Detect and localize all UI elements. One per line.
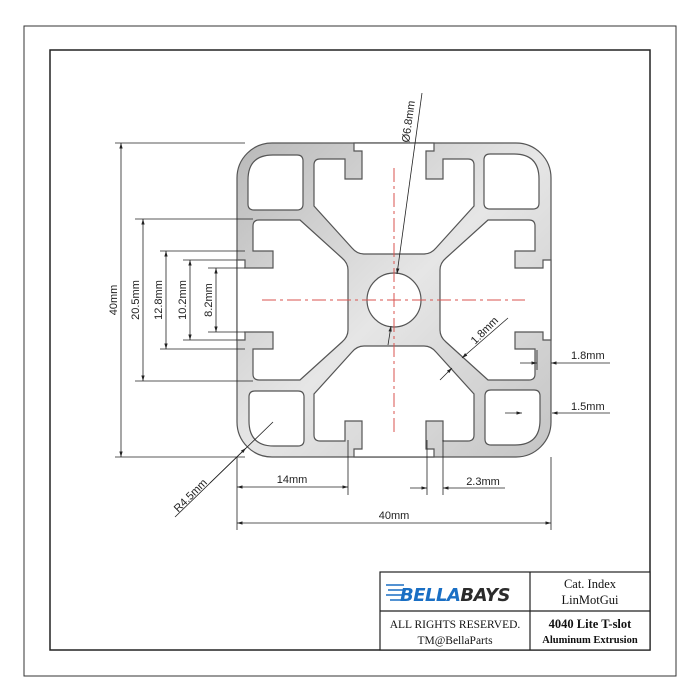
corner-cavity-tl (247, 154, 304, 211)
title-block: BELLABAYS Cat. Index LinMotGui ALL RIGHT… (379, 571, 651, 651)
dim-8-2: 8.2mm (203, 283, 215, 317)
corner-cavity-br (484, 389, 541, 446)
dim-lip: 1.8mm (571, 350, 605, 362)
product-name: 4040 Lite T-slot (549, 617, 632, 631)
logo-part2: BAYS (460, 585, 510, 606)
dim-20-5: 20.5mm (130, 280, 142, 320)
rights-text: ALL RIGHTS RESERVED. (390, 619, 521, 631)
logo: BELLABAYS (386, 584, 510, 606)
svg-text:BELLABAYS: BELLABAYS (400, 585, 510, 606)
dim-2-3: 2.3mm (466, 476, 500, 488)
dim-12-8: 12.8mm (153, 280, 165, 320)
centerlines (262, 168, 525, 432)
dim-radius: R4.5mm (172, 477, 210, 515)
outer-frame (23, 25, 677, 677)
dim-wall: 1.5mm (571, 401, 605, 413)
dim-width-40: 40mm (379, 510, 410, 522)
product-type: Aluminum Extrusion (542, 635, 638, 646)
dim-14: 14mm (277, 474, 308, 486)
dim-height-40: 40mm (108, 285, 120, 316)
cat-index-value: LinMotGui (562, 593, 619, 607)
cat-index-label: Cat. Index (564, 577, 617, 591)
corner-cavity-tr (483, 153, 540, 210)
trademark-text: TM@BellaParts (417, 635, 493, 647)
dim-diameter: Ø6.8mm (400, 100, 418, 143)
dim-10-2: 10.2mm (177, 280, 189, 320)
inner-frame (49, 49, 651, 651)
logo-part1: BELLA (400, 585, 460, 606)
dimension-lines (115, 92, 610, 530)
